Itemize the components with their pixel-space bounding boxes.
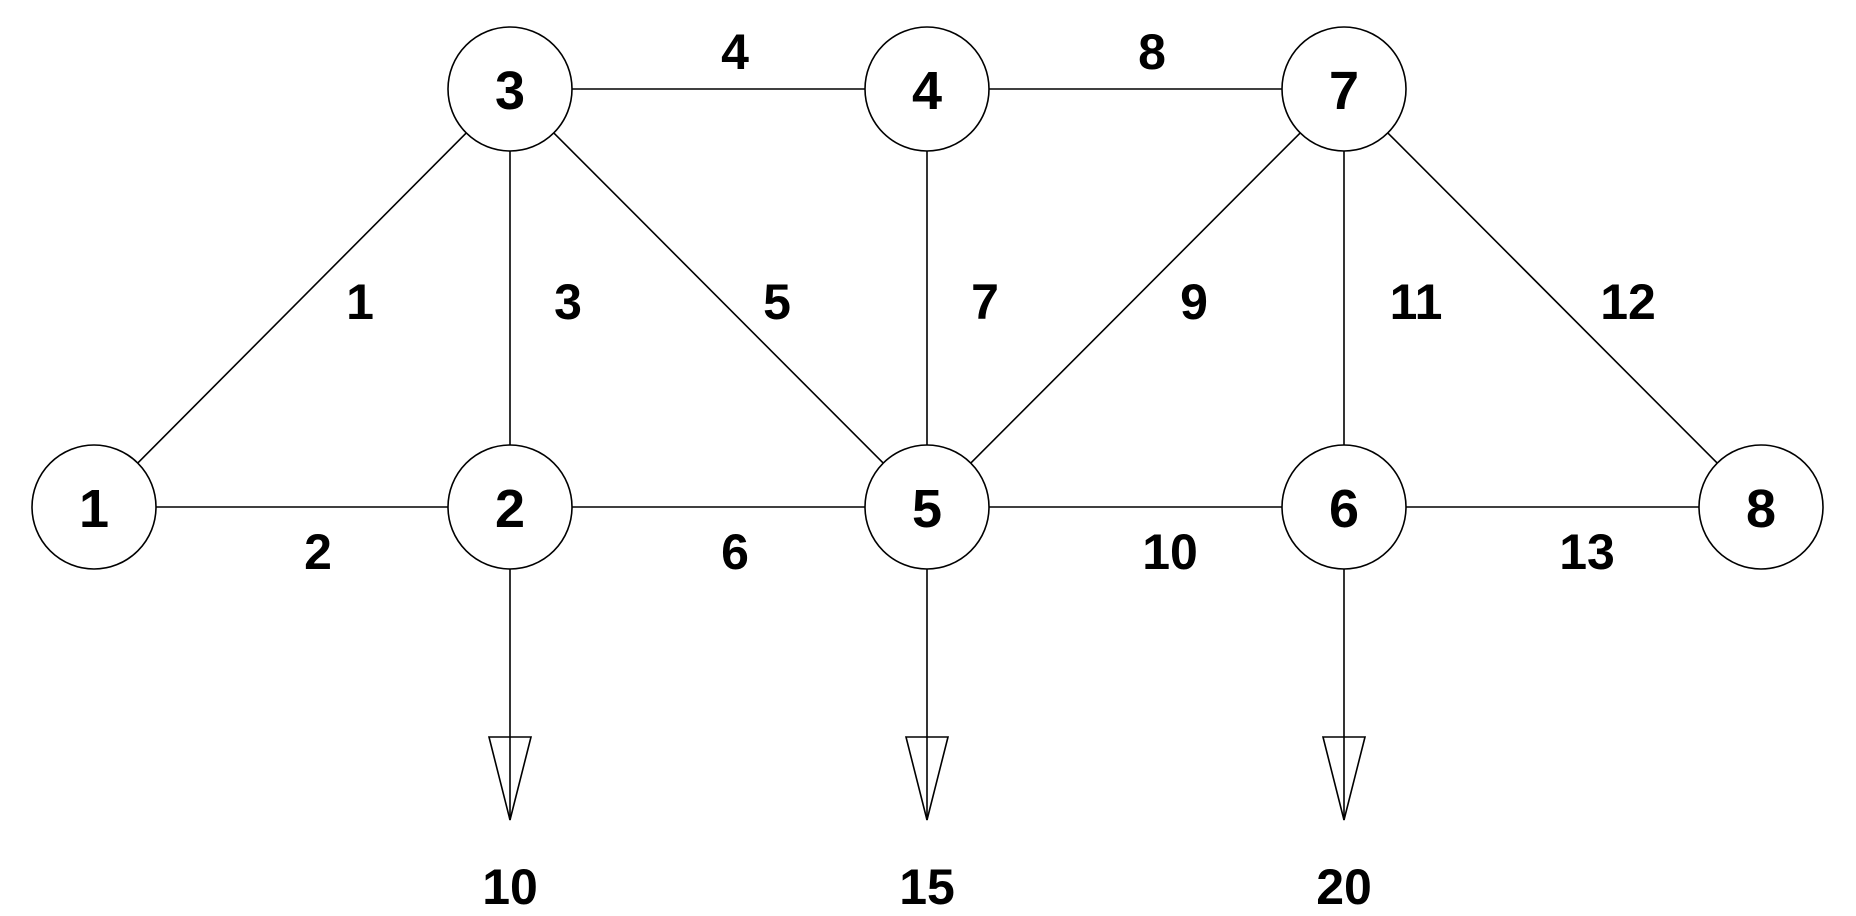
node-circle — [447, 444, 573, 570]
member-label-6: 6 — [721, 524, 749, 580]
node-7: 7 — [1281, 26, 1407, 152]
member-label-3: 3 — [554, 274, 582, 330]
node-3: 3 — [447, 26, 573, 152]
load-value-node-2: 10 — [482, 859, 538, 915]
node-6: 6 — [1281, 444, 1407, 570]
member-label-4: 4 — [721, 24, 749, 80]
node-label: 4 — [912, 61, 942, 121]
member-label-8: 8 — [1138, 24, 1166, 80]
load-arrow-node-2 — [487, 569, 533, 821]
loads-layer: 10 15 20 — [482, 569, 1372, 915]
member-label-10: 10 — [1142, 524, 1198, 580]
node-8: 8 — [1698, 444, 1824, 570]
load-arrow-node-6 — [1321, 569, 1367, 821]
node-label: 8 — [1746, 479, 1776, 539]
node-2: 2 — [447, 444, 573, 570]
member-label-1: 1 — [346, 274, 374, 330]
node-circle — [1281, 444, 1407, 570]
node-label: 2 — [495, 479, 525, 539]
node-circle — [864, 26, 990, 152]
member-label-5: 5 — [763, 274, 791, 330]
load-arrow-node-5 — [904, 569, 950, 821]
node-1: 1 — [31, 444, 157, 570]
node-circle — [1281, 26, 1407, 152]
load-value-node-5: 15 — [899, 859, 955, 915]
member-label-2: 2 — [304, 524, 332, 580]
member-label-12: 12 — [1600, 274, 1656, 330]
member-label-7: 7 — [971, 274, 999, 330]
node-label: 1 — [79, 479, 109, 539]
node-4: 4 — [864, 26, 990, 152]
node-circle — [864, 444, 990, 570]
member-12 — [1387, 132, 1718, 464]
node-circle — [31, 444, 157, 570]
node-circle — [447, 26, 573, 152]
member-1 — [137, 132, 467, 464]
node-label: 7 — [1329, 61, 1359, 121]
node-label: 6 — [1329, 479, 1359, 539]
edges-layer — [137, 88, 1718, 508]
node-circle — [1698, 444, 1824, 570]
member-5 — [553, 132, 884, 464]
member-label-13: 13 — [1559, 524, 1615, 580]
load-value-node-6: 20 — [1316, 859, 1372, 915]
node-5: 5 — [864, 444, 990, 570]
member-label-9: 9 — [1180, 274, 1208, 330]
member-label-11: 11 — [1390, 274, 1443, 330]
node-label: 5 — [912, 479, 942, 539]
node-label: 3 — [495, 61, 525, 121]
member-9 — [970, 132, 1301, 464]
